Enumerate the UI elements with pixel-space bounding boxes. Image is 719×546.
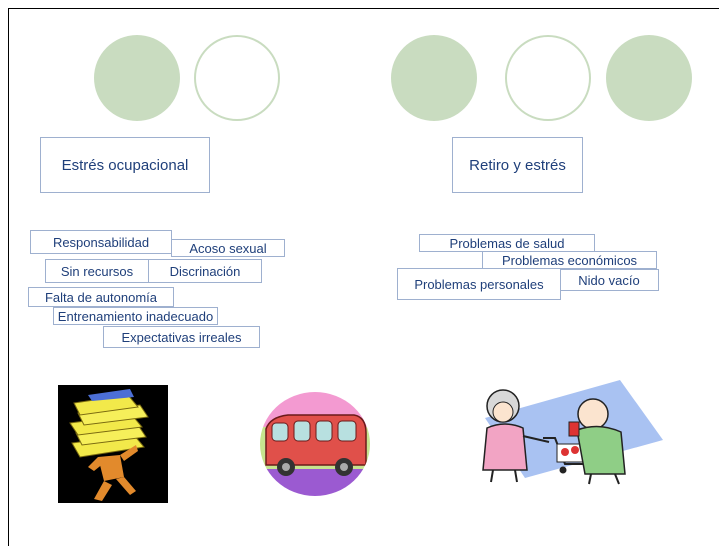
tag-responsabilidad: Responsabilidad [30, 230, 172, 254]
tag-problemas-economicos: Problemas económicos [482, 251, 657, 269]
bus-clipart [258, 391, 372, 497]
couple-shopping-cart-clipart [465, 378, 665, 488]
tag-acoso-sexual: Acoso sexual [171, 239, 285, 257]
tag-nido-vacio: Nido vacío [559, 269, 659, 291]
tag-problemas-personales: Problemas personales [397, 268, 561, 300]
tag-problemas-de-salud: Problemas de salud [419, 234, 595, 252]
decorative-circle [606, 35, 692, 121]
occupational-stress-title: Estrés ocupacional [40, 137, 210, 193]
tag-discrinacion: Discrinación [148, 259, 262, 283]
tag-falta-de-autonomia: Falta de autonomía [28, 287, 174, 307]
decorative-circle [391, 35, 477, 121]
decorative-circle [94, 35, 180, 121]
tag-sin-recursos: Sin recursos [45, 259, 149, 283]
retirement-stress-title: Retiro y estrés [452, 137, 583, 193]
slide-frame [8, 8, 719, 546]
tag-expectativas-irreales: Expectativas irreales [103, 326, 260, 348]
decorative-circle [505, 35, 591, 121]
worker-carrying-papers-clipart [58, 385, 168, 503]
tag-entrenamiento-inadecuado: Entrenamiento inadecuado [53, 307, 218, 325]
decorative-circle [194, 35, 280, 121]
